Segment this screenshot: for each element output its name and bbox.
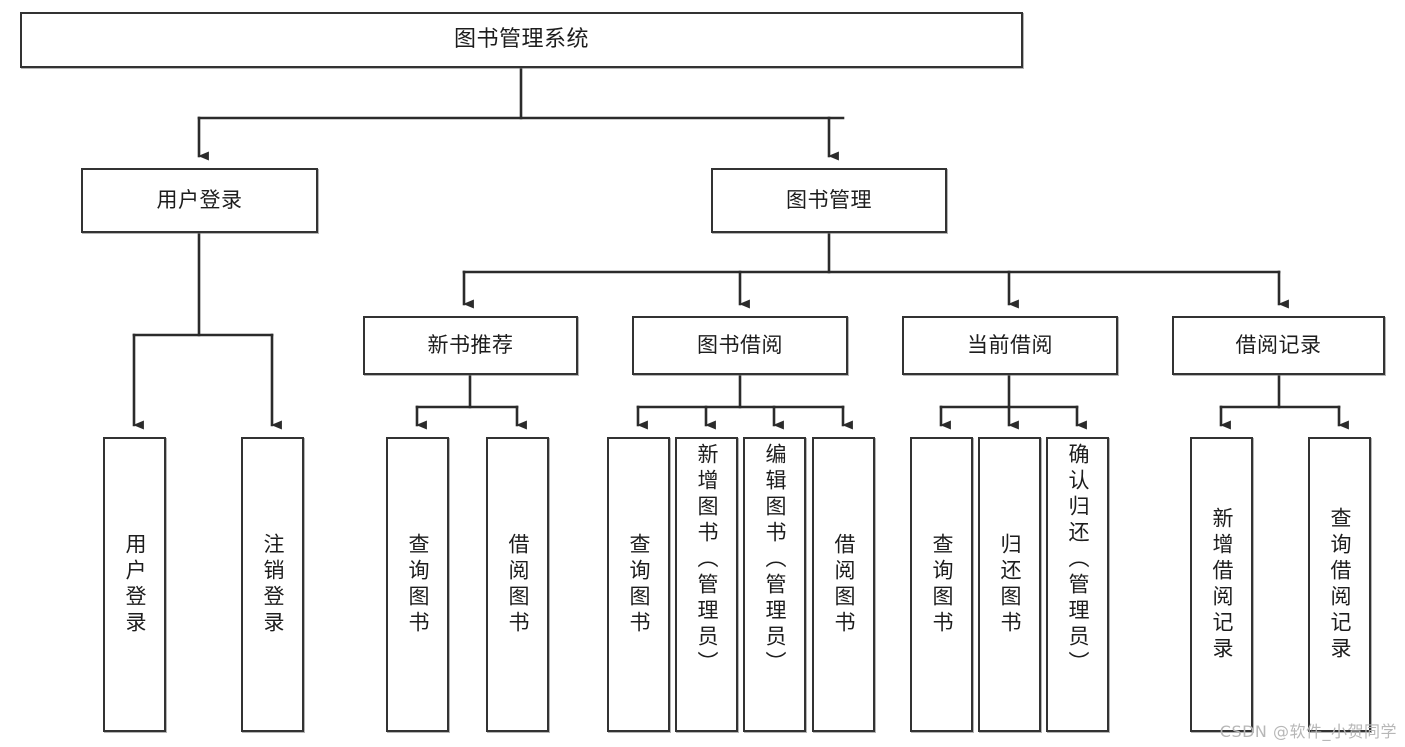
node-current-borrow[interactable]: 当前借阅 [902, 316, 1118, 375]
node-leaf-borrow-book-1-label: 借阅图书 [506, 532, 530, 637]
node-leaf-query-book-2[interactable]: 查询图书 [607, 437, 670, 732]
node-leaf-user-login-label: 用户登录 [123, 532, 147, 637]
node-leaf-borrow-book-1[interactable]: 借阅图书 [486, 437, 549, 732]
node-leaf-query-book-3-label: 查询图书 [930, 532, 954, 637]
node-leaf-return-book[interactable]: 归还图书 [978, 437, 1041, 732]
node-book-manage-label: 图书管理 [786, 188, 872, 213]
node-leaf-user-login[interactable]: 用户登录 [103, 437, 166, 732]
node-leaf-edit-book-label: 编辑图书（管理员） [763, 443, 787, 677]
node-leaf-user-logout[interactable]: 注销登录 [241, 437, 304, 732]
node-leaf-add-record-label: 新增借阅记录 [1210, 506, 1234, 663]
node-new-book-recommend[interactable]: 新书推荐 [363, 316, 578, 375]
node-root[interactable]: 图书管理系统 [20, 12, 1023, 68]
node-book-manage[interactable]: 图书管理 [711, 168, 947, 233]
node-leaf-add-record[interactable]: 新增借阅记录 [1190, 437, 1253, 732]
node-leaf-confirm-return[interactable]: 确认归还（管理员） [1046, 437, 1109, 732]
node-leaf-query-book-2-label: 查询图书 [627, 532, 651, 637]
node-leaf-add-book-label: 新增图书（管理员） [695, 443, 719, 677]
node-leaf-borrow-book-2[interactable]: 借阅图书 [812, 437, 875, 732]
node-leaf-query-record[interactable]: 查询借阅记录 [1308, 437, 1371, 732]
node-leaf-return-book-label: 归还图书 [998, 532, 1022, 637]
node-book-borrow-label: 图书借阅 [697, 333, 783, 358]
node-leaf-borrow-book-2-label: 借阅图书 [832, 532, 856, 637]
node-leaf-query-book-1-label: 查询图书 [406, 532, 430, 637]
node-leaf-query-record-label: 查询借阅记录 [1328, 506, 1352, 663]
node-current-borrow-label: 当前借阅 [967, 333, 1053, 358]
node-leaf-edit-book[interactable]: 编辑图书（管理员） [743, 437, 806, 732]
node-leaf-user-logout-label: 注销登录 [261, 532, 285, 637]
node-borrow-record[interactable]: 借阅记录 [1172, 316, 1385, 375]
watermark-text: CSDN @软件_小贺同学 [1219, 722, 1397, 741]
node-new-book-recommend-label: 新书推荐 [427, 333, 514, 358]
node-book-borrow[interactable]: 图书借阅 [632, 316, 848, 375]
node-user-login[interactable]: 用户登录 [81, 168, 318, 233]
node-root-label: 图书管理系统 [453, 27, 589, 53]
node-leaf-query-book-3[interactable]: 查询图书 [910, 437, 973, 732]
node-user-login-label: 用户登录 [156, 188, 243, 213]
node-leaf-confirm-return-label: 确认归还（管理员） [1066, 443, 1090, 677]
node-leaf-query-book-1[interactable]: 查询图书 [386, 437, 449, 732]
node-borrow-record-label: 借阅记录 [1235, 333, 1322, 358]
node-leaf-add-book[interactable]: 新增图书（管理员） [675, 437, 738, 732]
